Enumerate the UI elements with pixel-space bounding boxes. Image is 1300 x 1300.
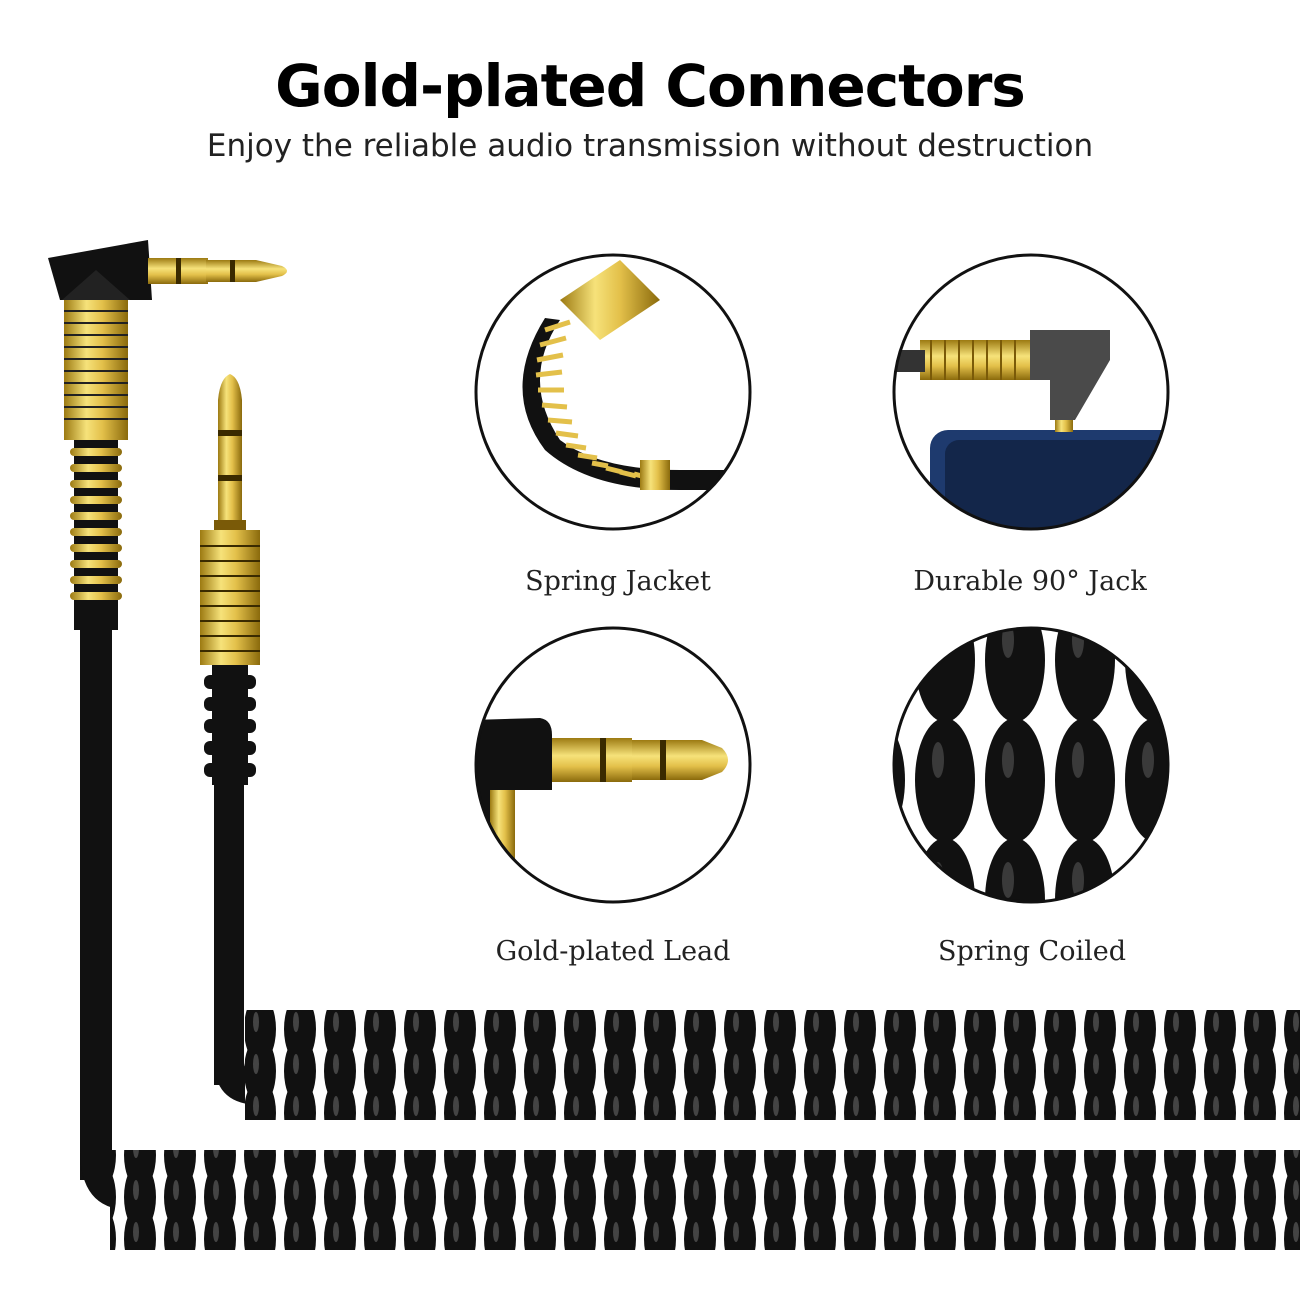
- coiled-cable-icon: [892, 626, 1170, 904]
- page-title: Gold-plated Connectors: [275, 52, 1026, 120]
- right-angle-jack-icon: [892, 253, 1170, 531]
- feature-label-gold-plated-lead: Gold-plated Lead: [495, 936, 731, 967]
- coiled-cable-upper: [245, 1010, 1300, 1120]
- page-subtitle: Enjoy the reliable audio transmission wi…: [206, 128, 1094, 164]
- feature-label-spring-coiled: Spring Coiled: [937, 936, 1127, 967]
- spring-jacket-icon: [474, 253, 752, 531]
- straight-plug: [200, 374, 260, 1105]
- feature-label-spring-jacket: Spring Jacket: [525, 566, 711, 597]
- coiled-cable-lower: [110, 1150, 1300, 1250]
- feature-label-durable-jack: Durable 90° Jack: [913, 566, 1147, 597]
- gold-plated-plug-icon: [474, 626, 752, 904]
- right-angle-plug: [48, 240, 287, 1210]
